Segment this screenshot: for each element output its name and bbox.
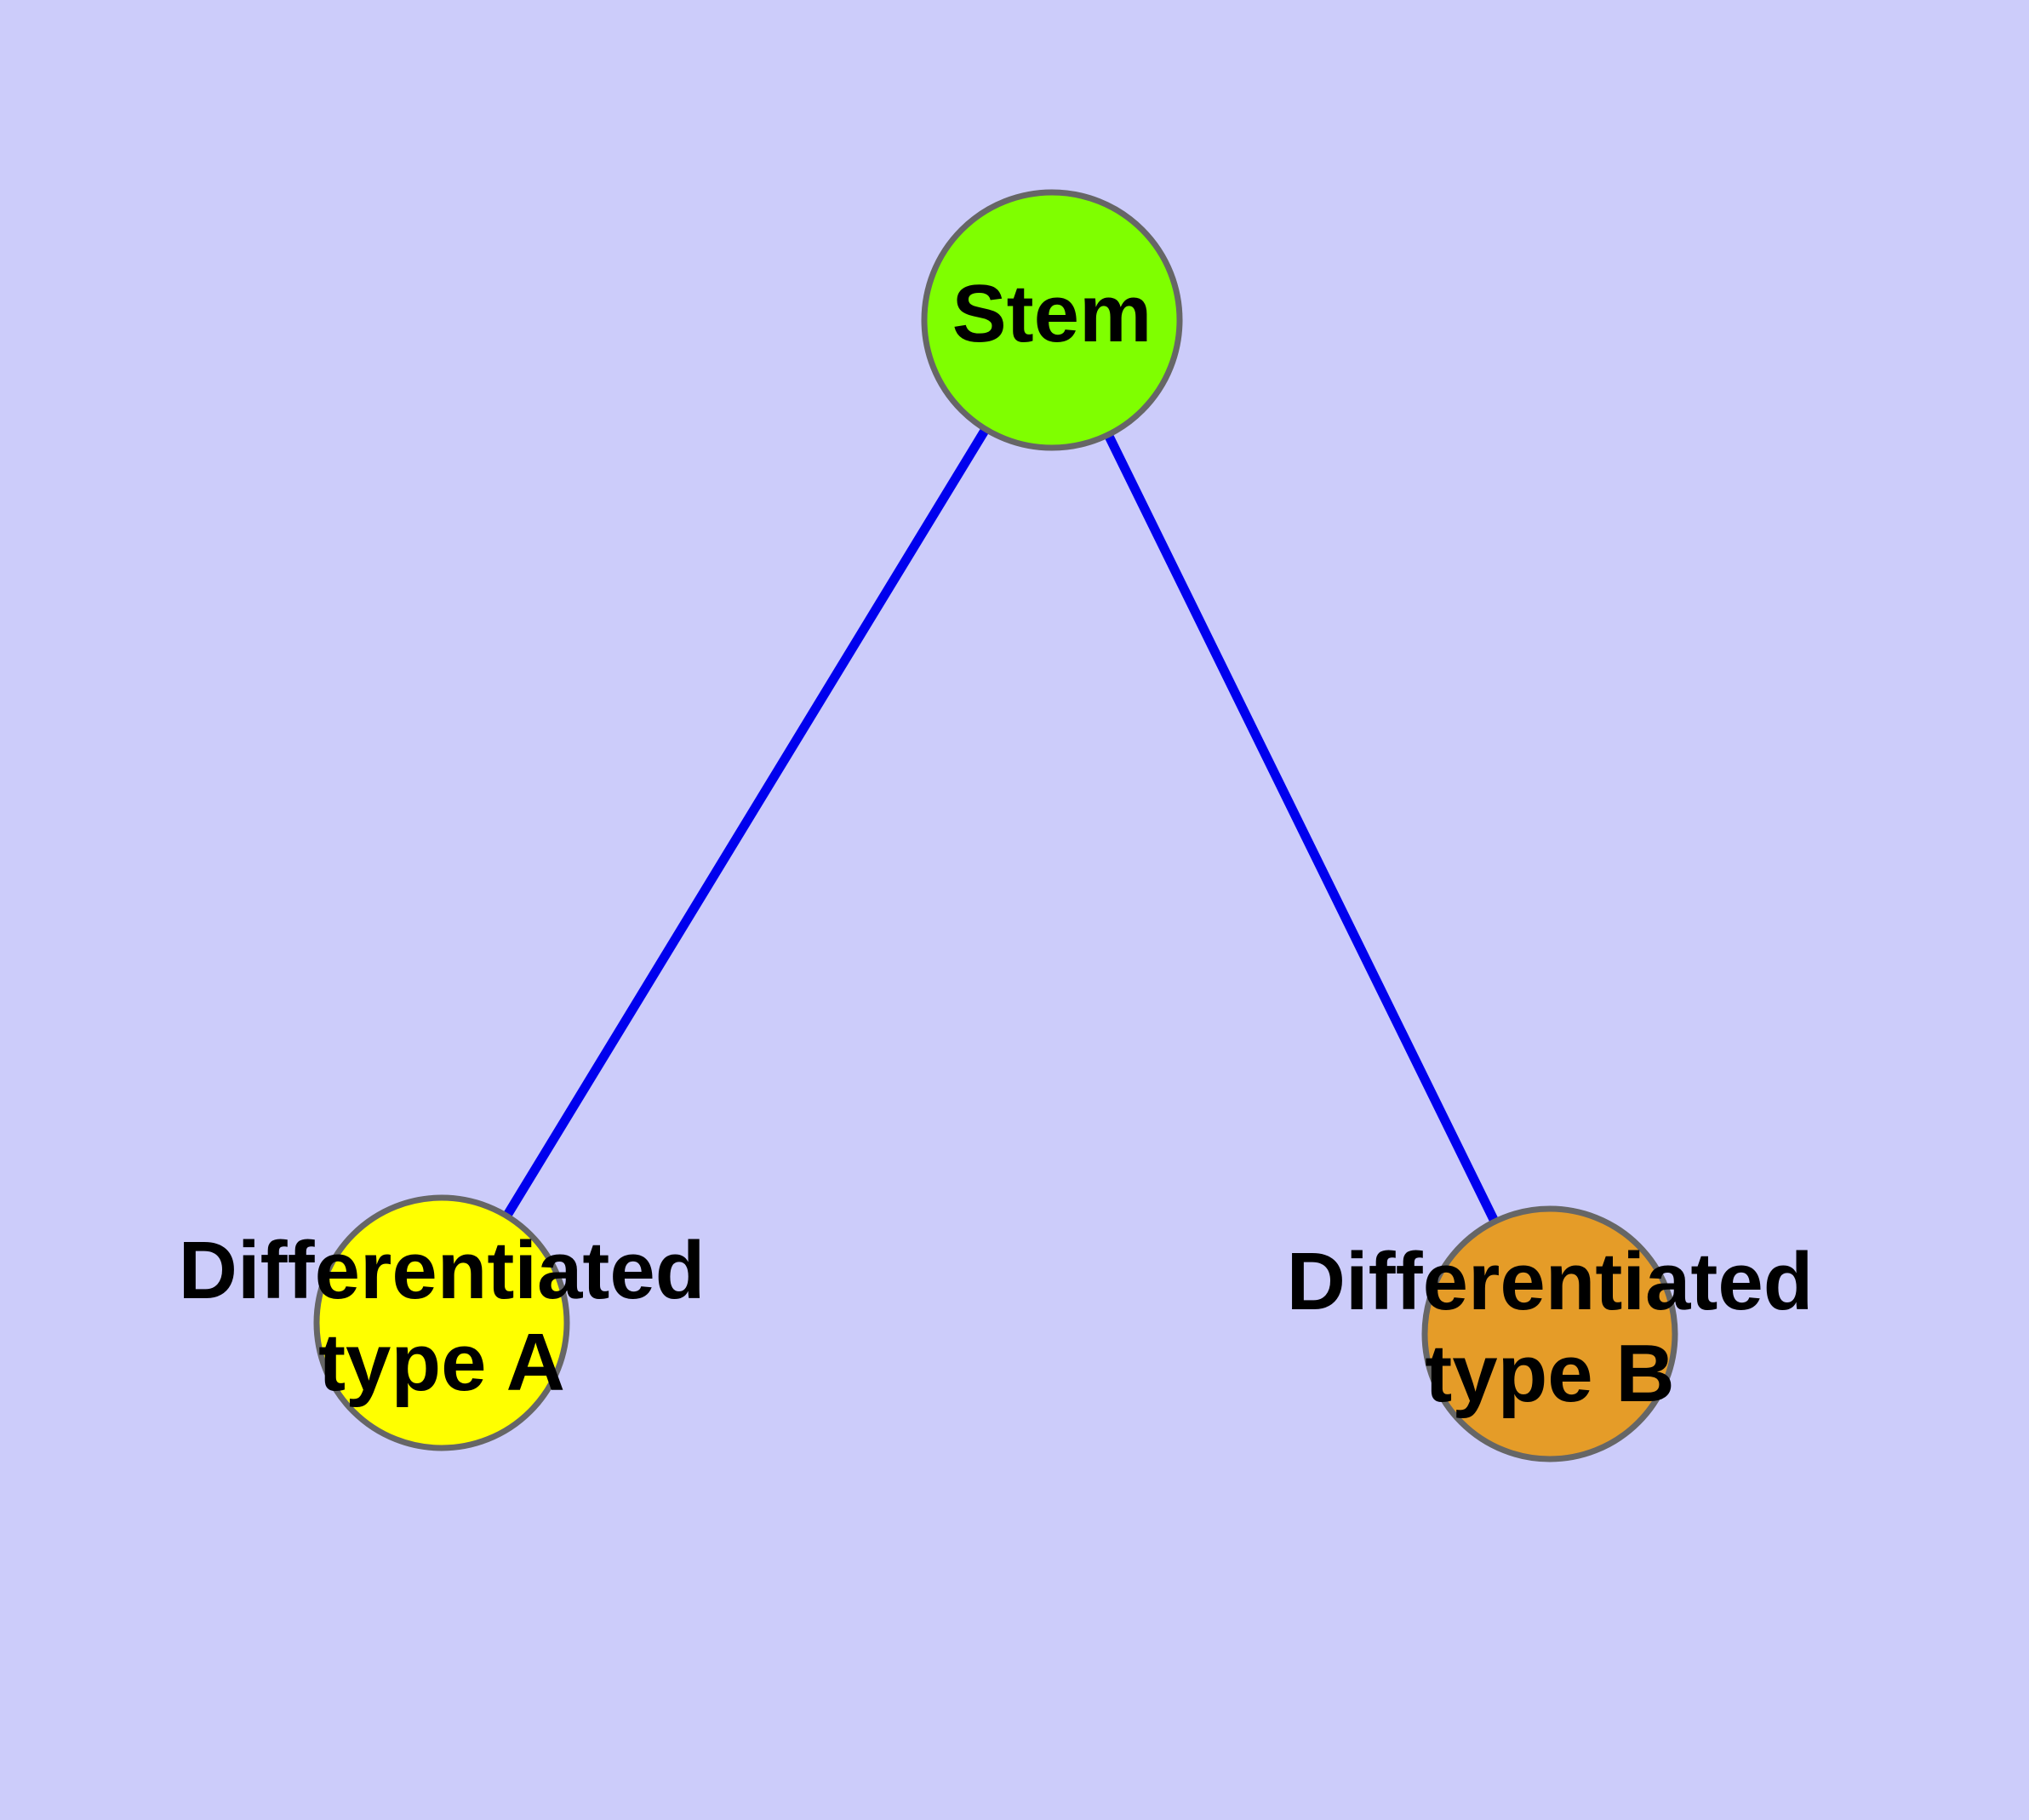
node-differentiated-type-b-circle[interactable] <box>1421 1205 1678 1462</box>
node-stem[interactable]: Stem <box>921 189 1183 451</box>
node-stem-label: Stem <box>952 268 1152 359</box>
edge-stem-to-differentiated-type-b[interactable] <box>1048 318 1554 1336</box>
node-stem-circle[interactable] <box>921 189 1183 451</box>
edge-stem-to-differentiated-type-a[interactable] <box>437 318 1056 1325</box>
edge-layer <box>437 318 1554 1336</box>
node-differentiated-type-a-circle[interactable] <box>313 1194 570 1451</box>
